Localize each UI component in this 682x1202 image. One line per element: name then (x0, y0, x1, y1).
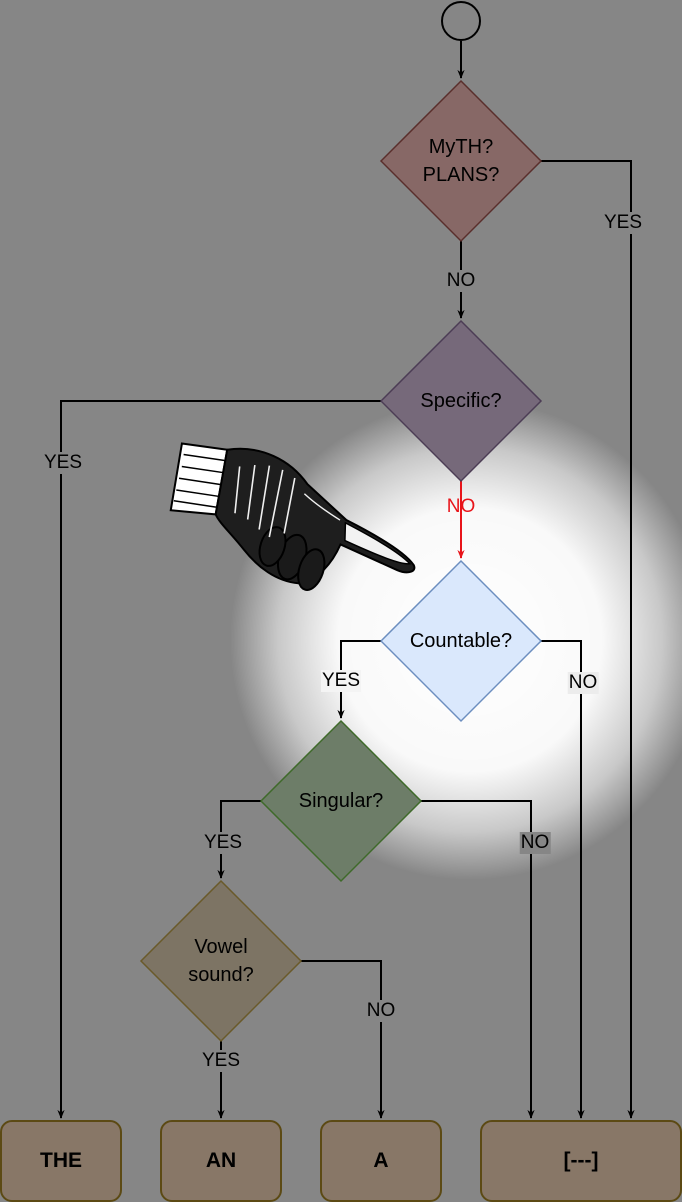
edge-countable-yes (337, 640, 381, 719)
edge-label-specific-yes: YES (42, 452, 84, 474)
edge-label-countable-yes: YES (320, 670, 362, 692)
pointing-hand-icon (169, 442, 416, 591)
decision-vowel-sound (139, 879, 303, 1043)
edge-label-myth-no: NO (445, 270, 477, 292)
edge-label-vowel-yes: YES (200, 1050, 242, 1072)
decision-countable (379, 559, 543, 723)
edge-label-vowel-no: NO (365, 1000, 397, 1022)
outcome-box-a (320, 1120, 442, 1202)
decision-specific (379, 319, 543, 483)
start-circle-icon (441, 1, 481, 41)
edge-vowel-no (301, 960, 385, 1119)
edge-myth-yes (541, 160, 635, 1119)
edge-singular-no (421, 800, 535, 1119)
edge-label-countable-no: NO (567, 672, 599, 694)
edge-specific-yes (57, 400, 381, 1119)
outcome-box-none (480, 1120, 682, 1202)
edge-label-myth-yes: YES (602, 212, 644, 234)
decision-singular (259, 719, 423, 883)
edge-countable-no (541, 640, 585, 1119)
edge-label-singular-yes: YES (202, 832, 244, 854)
outcome-box-an (160, 1120, 282, 1202)
edge-label-specific-no: NO (446, 496, 476, 517)
decision-myth-plans (379, 79, 543, 243)
outcome-box-the (0, 1120, 122, 1202)
edge-label-singular-no: NO (519, 832, 551, 854)
